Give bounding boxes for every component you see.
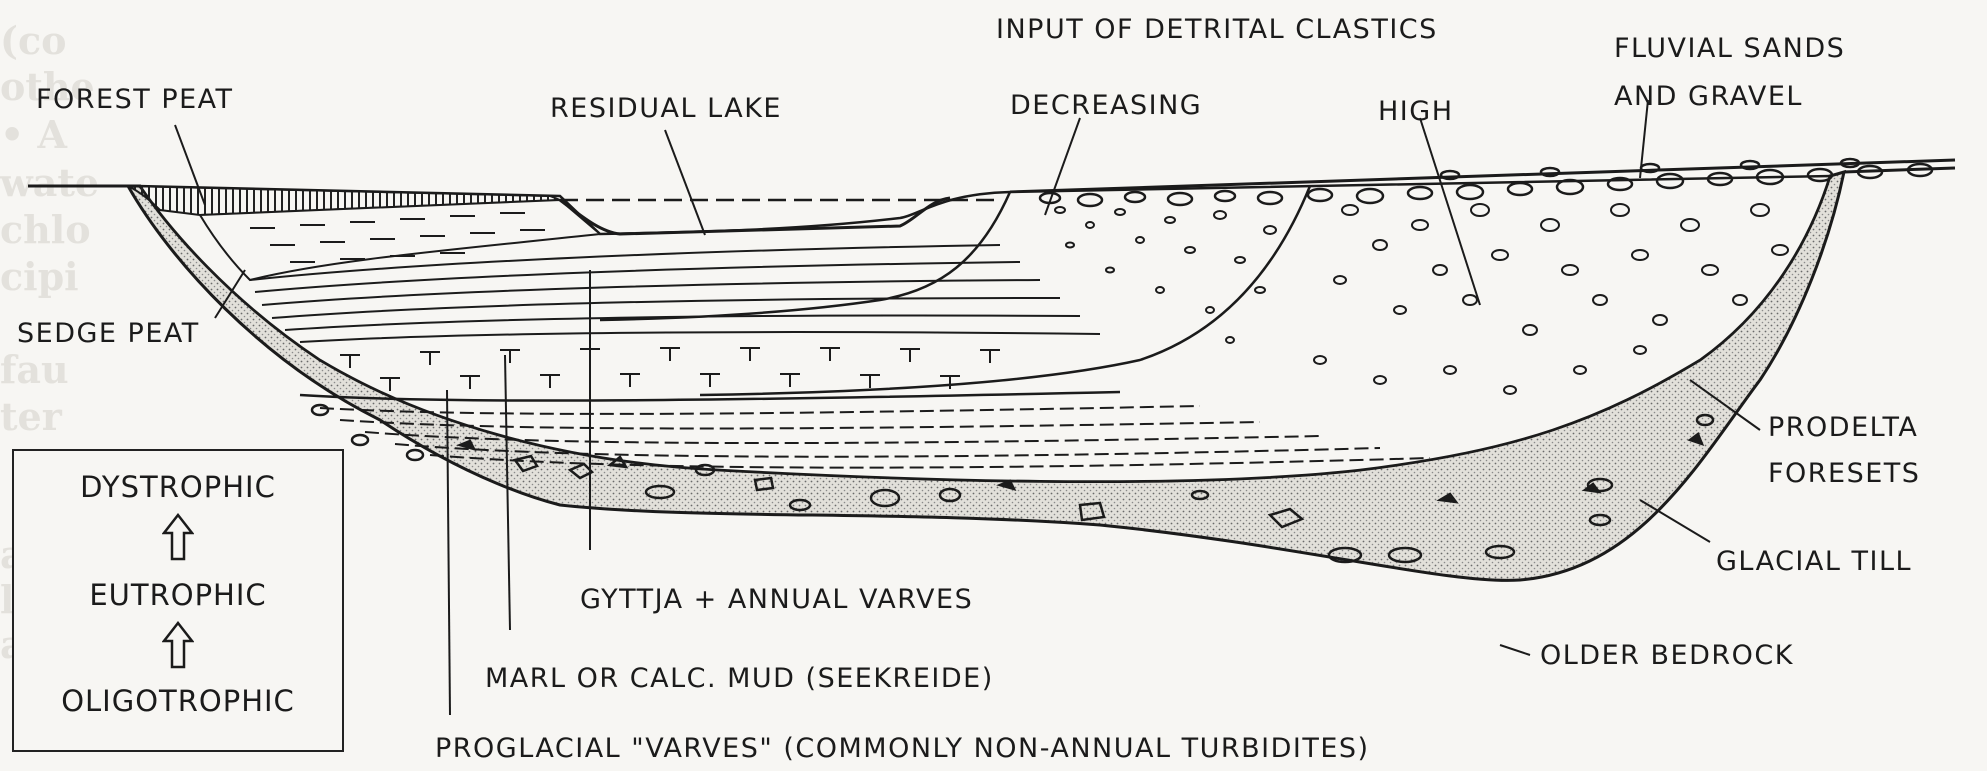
high-label: HIGH <box>1378 98 1454 125</box>
prodelta-label: PRODELTA <box>1768 414 1918 441</box>
glacial-till-label: GLACIAL TILL <box>1716 548 1912 575</box>
hollow-up-arrow-icon <box>162 621 194 669</box>
proglacial-varves-label: PROGLACIAL "VARVES" (COMMONLY NON-ANNUAL… <box>435 735 1370 762</box>
trophic-legend: DYSTROPHIC EUTROPHIC OLIGOTROPHIC <box>12 449 344 752</box>
forest-peat-label: FOREST PEAT <box>36 86 234 113</box>
legend-eutrophic: EUTROPHIC <box>14 581 342 610</box>
residual-lake-label: RESIDUAL LAKE <box>550 95 782 122</box>
decreasing-label: DECREASING <box>1010 92 1202 119</box>
fluvial-gravel-label: AND GRAVEL <box>1614 83 1803 110</box>
gyttja-label: GYTTJA + ANNUAL VARVES <box>580 586 973 613</box>
older-bedrock-label: OLDER BEDROCK <box>1540 642 1794 669</box>
legend-oligotrophic: OLIGOTROPHIC <box>14 687 342 716</box>
legend-dystrophic: DYSTROPHIC <box>14 473 342 502</box>
sedge-peat-label: SEDGE PEAT <box>17 320 200 347</box>
fluvial-sands-label: FLUVIAL SANDS <box>1614 35 1845 62</box>
marl-label: MARL OR CALC. MUD (SEEKREIDE) <box>485 665 994 692</box>
input-of-detrital-clastics-label: INPUT OF DETRITAL CLASTICS <box>996 16 1438 43</box>
hollow-up-arrow-icon <box>162 513 194 561</box>
foresets-label: FORESETS <box>1768 460 1920 487</box>
